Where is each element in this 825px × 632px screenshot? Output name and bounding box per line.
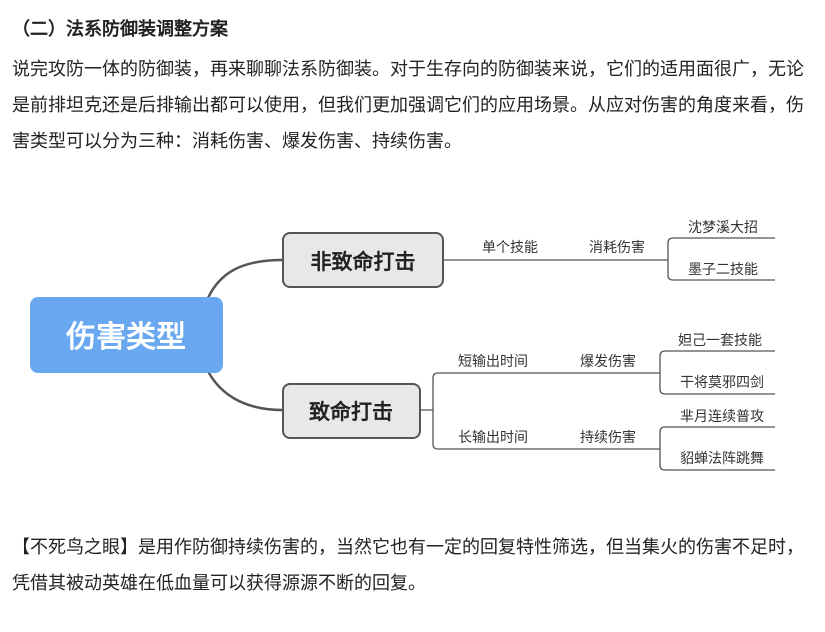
damage-type-label: 消耗伤害 xyxy=(589,240,645,256)
branch2-sub2-line xyxy=(432,443,660,450)
item-paragraph: 【不死鸟之眼】是用作防御持续伤害的，当然它也有一定的回复特性筛选，但当集火的伤害… xyxy=(12,537,804,594)
damage-type-label: 持续伤害 xyxy=(580,429,636,446)
example-label: 沈梦溪大招 xyxy=(688,220,758,236)
branch2-sub1-example-fork xyxy=(659,350,775,373)
condition-label: 单个技能 xyxy=(482,240,538,256)
condition-label: 长输出时间 xyxy=(458,430,528,446)
branch1-example-fork xyxy=(667,237,775,260)
branch2-sub1-line xyxy=(432,372,660,379)
damage-type-mindmap: 伤害类型 非致命打击 致命打击 单个技能 消耗伤害 沈梦溪大招 墨子二技能 短输… xyxy=(30,220,775,471)
example-label: 墨子二技能 xyxy=(688,262,758,278)
example-label: 干将莫邪四剑 xyxy=(680,375,764,391)
condition-label: 短输出时间 xyxy=(458,354,528,370)
branch2-sub2-example-fork-2 xyxy=(659,449,775,471)
root-node xyxy=(30,297,223,373)
root-to-branch2-connector xyxy=(203,363,285,412)
root-to-branch1-connector xyxy=(203,258,285,307)
branch-node-fatal-label: 致命打击 xyxy=(309,400,393,424)
root-node-label: 伤害类型 xyxy=(65,320,186,355)
branch1-example-fork-2 xyxy=(667,260,775,281)
branch-node-fatal xyxy=(282,383,421,439)
example-label: 貂蝉法阵跳舞 xyxy=(680,451,764,467)
branch2-sub2-example-fork xyxy=(659,426,775,449)
section-heading: （二）法系防御装调整方案 xyxy=(12,19,228,40)
intro-paragraph: 说完攻防一体的防御装，再来聊聊法系防御装。对于生存向的防御装来说，它们的适用面很… xyxy=(12,59,804,152)
branch2-fork xyxy=(420,378,434,444)
branch-node-nonfatal xyxy=(282,232,444,288)
example-label: 芈月连续普攻 xyxy=(680,408,764,425)
example-label: 妲己一套技能 xyxy=(678,332,762,349)
branch2-sub1-example-fork-2 xyxy=(659,373,775,395)
branch-node-nonfatal-label: 非致命打击 xyxy=(311,250,416,274)
damage-type-label: 爆发伤害 xyxy=(580,354,636,370)
